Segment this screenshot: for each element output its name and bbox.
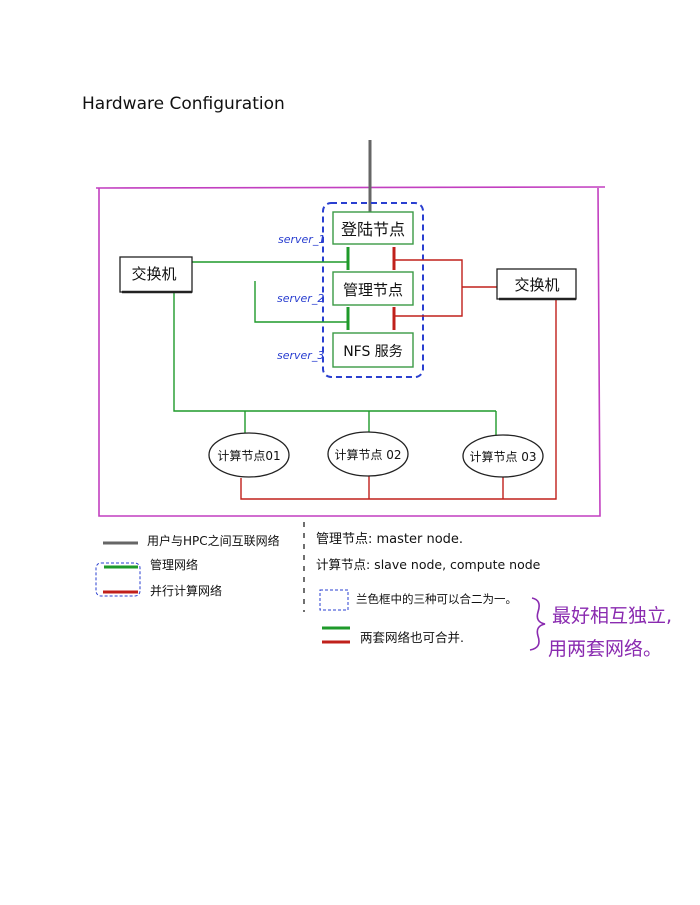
compute-node-2 — [327, 431, 409, 477]
compute-node-1-label: 计算节点01 — [217, 448, 280, 463]
legend-green-label: 管理网络 — [150, 557, 198, 572]
server-label-1: server_1 — [278, 233, 325, 246]
compute-node-3 — [462, 434, 544, 478]
server-label-2: server_2 — [277, 292, 324, 305]
advice-brace — [529, 597, 546, 651]
compute-node-note: 计算节点: slave node, compute node — [316, 557, 541, 572]
switch-left-label: 交换机 — [131, 265, 176, 283]
mgmt-node-note: 管理节点: master node. — [316, 532, 463, 547]
nfs-node-box — [332, 332, 414, 368]
legend: 用户与HPC之间互联网络 管理网络 并行计算网络 — [95, 533, 280, 598]
server-label-3: server_3 — [277, 349, 324, 362]
note-blue-box-swatch — [319, 589, 349, 611]
switch-right-box — [496, 268, 577, 300]
legend-red-label: 并行计算网络 — [150, 583, 222, 598]
compute-node-2-label: 计算节点 02 — [334, 447, 401, 462]
parallel-network — [240, 247, 557, 500]
mgmt-node-label: 管理节点 — [343, 281, 403, 299]
network-merge-note: 两套网络也可合并. — [360, 630, 464, 645]
legend-gray-label: 用户与HPC之间互联网络 — [147, 533, 280, 548]
cluster-boundary — [95, 186, 606, 517]
legend-blue-box-swatch — [95, 562, 141, 597]
compute-node-1 — [208, 432, 290, 478]
mgmt-node-box — [332, 271, 414, 306]
page-title: Hardware Configuration — [82, 94, 285, 114]
advice-line-2: 用两套网络。 — [548, 638, 662, 660]
switch-right-label: 交换机 — [514, 276, 559, 294]
box-merge-note: 兰色框中的三种可以合二为一。 — [356, 592, 517, 606]
login-node-box — [332, 211, 414, 245]
compute-node-3-label: 计算节点 03 — [469, 449, 536, 464]
login-node-label: 登陆节点 — [341, 220, 405, 239]
advice-line-1: 最好相互独立, — [552, 605, 672, 627]
management-network — [173, 247, 497, 437]
nfs-node-label: NFS 服务 — [343, 344, 403, 360]
server-group-box — [322, 202, 424, 378]
